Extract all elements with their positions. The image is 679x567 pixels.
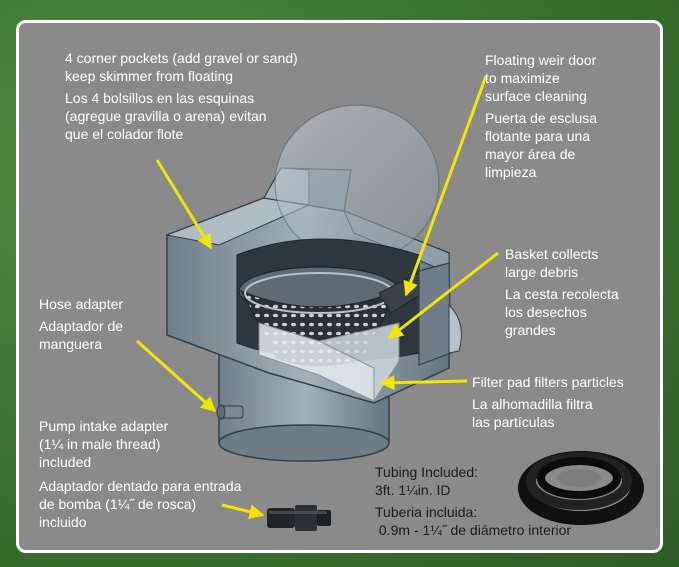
arrow-corner-pockets: [155, 159, 213, 250]
label-pump-en-2: (1¼ in male thread): [39, 436, 161, 452]
label-hose-es-2: manguera: [39, 336, 103, 352]
label-corner-pockets-es-2: (agregue gravilla o arena) evitan: [65, 108, 267, 124]
label-weir-en-1: Floating weir door: [485, 52, 597, 68]
pump-adapter-part: [267, 505, 331, 531]
arrow-pump-adapter: [221, 503, 265, 520]
callout-arrows: [135, 75, 499, 520]
label-weir-es-1: Puerta de esclusa: [485, 110, 598, 126]
label-basket-es-1: La cesta recolecta: [505, 286, 619, 302]
label-tubing-en-2: 3ft. 1¼in. ID: [375, 482, 451, 498]
label-tubing-en-1: Tubing Included:: [375, 464, 478, 480]
label-pump-es-3: incluido: [39, 514, 87, 530]
label-pump-en-3: included: [39, 454, 92, 470]
label-filter-es-2: las partículas: [472, 414, 555, 430]
arrow-basket: [387, 251, 499, 340]
label-basket-es-2: los desechos: [505, 304, 587, 320]
label-corner-pockets-en-2: keep skimmer from floating: [65, 68, 234, 84]
label-weir-es-3: mayor área de: [485, 146, 576, 162]
label-corner-pockets-en-1: 4 corner pockets (add gravel or sand): [65, 50, 298, 66]
label-basket-es-3: grandes: [505, 322, 556, 338]
label-filter-es-1: La alhomadilla filtra: [472, 396, 593, 412]
label-corner-pockets-es-3: que el colador flote: [65, 126, 184, 142]
label-pump-es-1: Adaptador dentado para entrada: [39, 478, 242, 494]
label-weir-en-2: to maximize: [485, 70, 560, 86]
label-basket-en-1: Basket collects: [505, 246, 599, 262]
tubing-coil: [518, 451, 644, 525]
label-weir-es-2: flotante para una: [485, 128, 591, 144]
label-filter-en: Filter pad filters particles: [472, 374, 624, 390]
skimmer-lid: [274, 104, 440, 262]
label-hose-es-1: Adaptador de: [39, 318, 124, 334]
label-tubing-es-2: 0.9m - 1¼˝ de diámetro interior: [375, 522, 572, 538]
label-hose-en: Hose adapter: [39, 296, 124, 312]
label-pump-es-2: de bomba (1¼˝ de rosca): [39, 496, 197, 512]
label-basket-en-2: large debris: [505, 264, 579, 280]
weir-door: [378, 262, 462, 366]
label-pump-en-1: Pump intake adapter: [39, 418, 169, 434]
hose-adapter-barb: [216, 404, 244, 420]
label-weir-en-3: surface cleaning: [485, 88, 587, 104]
diagram-panel: 4 corner pockets (add gravel or sand) ke…: [16, 20, 663, 553]
skimmer-illustration: [135, 75, 644, 531]
label-corner-pockets-es-1: Los 4 bolsillos en las esquinas: [65, 90, 255, 106]
label-weir-es-4: limpieza: [485, 164, 537, 180]
arrow-hose-adapter: [135, 339, 217, 413]
label-tubing-es-1: Tuberia incluida:: [375, 504, 478, 520]
arrow-filter-pad: [379, 375, 468, 391]
arrow-weir-door: [403, 75, 488, 297]
